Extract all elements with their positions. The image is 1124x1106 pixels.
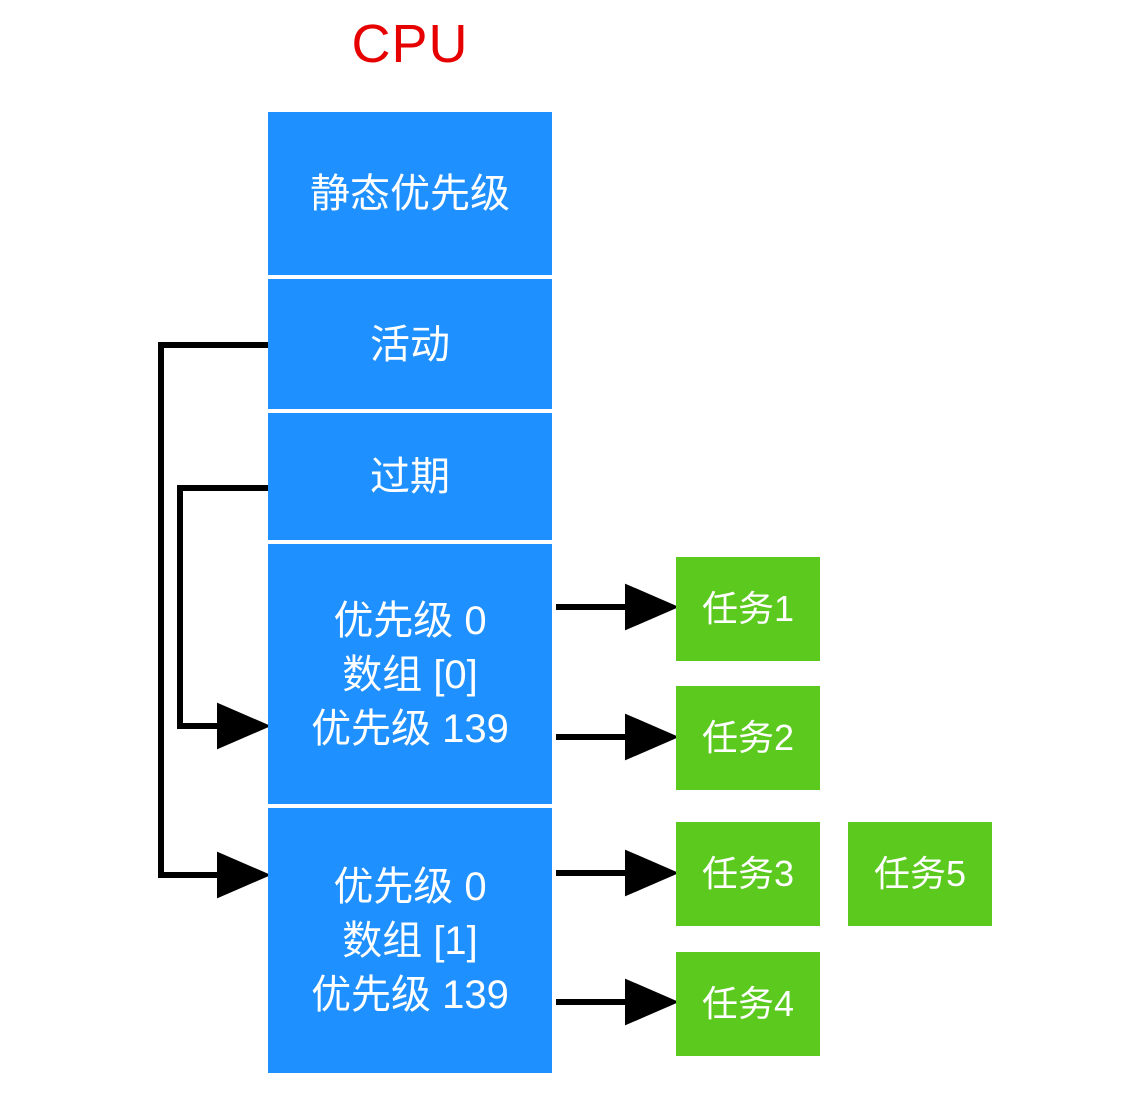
row-divider — [268, 804, 552, 808]
cpu-row-active-label: 活动 — [370, 322, 450, 367]
cpu-row-expired-label: 过期 — [370, 455, 450, 499]
cpu-runqueue-box: 静态优先级 活动 过期 优先级 0 数组 [0] 优先级 139 优先级 0 数… — [268, 112, 552, 1073]
cpu-row-expired[interactable]: 过期 — [268, 413, 552, 541]
row-divider — [268, 275, 552, 279]
row-divider — [268, 540, 552, 544]
cpu-row-static-priority-label: 静态优先级 — [310, 172, 510, 216]
row-divider — [268, 409, 552, 413]
cpu-row-active[interactable]: 活动 — [268, 279, 552, 410]
array-1-priority-high-label: 优先级 139 — [311, 972, 509, 1017]
cpu-row-array-1[interactable]: 优先级 0 数组 [1] 优先级 139 — [268, 808, 552, 1073]
array-1-name-label: 数组 [1] — [342, 918, 478, 963]
task-box-4[interactable]: 任务4 — [676, 952, 820, 1056]
page-title: CPU — [351, 14, 469, 74]
array-0-priority-low-label: 优先级 0 — [333, 598, 487, 643]
connector-expired-to-array0 — [177, 485, 271, 750]
array-0-priority-high-label: 优先级 139 — [311, 706, 509, 751]
cpu-row-array-0[interactable]: 优先级 0 数组 [0] 优先级 139 — [268, 544, 552, 805]
connector-active-to-array1 — [158, 342, 271, 899]
array-0-name-label: 数组 [0] — [342, 652, 478, 697]
cpu-row-static-priority[interactable]: 静态优先级 — [268, 112, 552, 276]
task-box-2[interactable]: 任务2 — [676, 686, 820, 790]
task-box-1[interactable]: 任务1 — [676, 557, 820, 661]
task-box-3[interactable]: 任务3 — [676, 822, 820, 926]
task-box-5[interactable]: 任务5 — [848, 822, 992, 926]
array-1-priority-low-label: 优先级 0 — [333, 864, 487, 909]
